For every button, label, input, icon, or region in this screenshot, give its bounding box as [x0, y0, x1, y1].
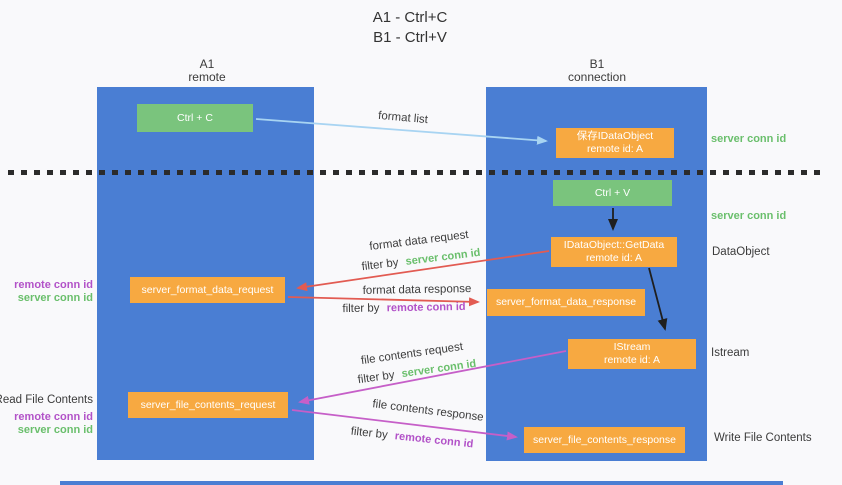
node-ctrl-v: Ctrl + V: [553, 180, 672, 206]
format-data-response-text: format data response: [362, 283, 472, 297]
node-save-idataobject: 保存IDataObject remote id: A: [556, 128, 674, 158]
filter-by-text: filter by: [342, 302, 380, 316]
bottom-edge-strip: [60, 481, 783, 485]
label-format-list: format list: [378, 110, 429, 126]
node-server-file-contents-response-label: server_file_contents_response: [532, 433, 676, 446]
node-server-file-contents-response: server_file_contents_response: [524, 427, 685, 453]
node-ctrl-c: Ctrl + C: [137, 104, 253, 132]
column-header-b1: B1 connection: [552, 58, 642, 84]
node-getdata-line1: IDataObject::GetData: [563, 239, 665, 251]
right-label-dataobject: DataObject: [712, 246, 770, 258]
node-server-format-data-response-label: server_format_data_response: [495, 296, 637, 308]
node-save-idataobject-line2: remote id: A: [586, 143, 644, 155]
title-line-b1: B1 - Ctrl+V: [373, 29, 447, 46]
node-server-file-contents-request-label: server_file_contents_request: [140, 398, 276, 411]
node-idataobject-getdata: IDataObject::GetData remote id: A: [551, 237, 677, 267]
node-ctrl-v-label: Ctrl + V: [594, 186, 631, 199]
diagram-title: A1 - Ctrl+C B1 - Ctrl+V: [330, 8, 490, 48]
node-save-idataobject-line1: 保存IDataObject: [576, 130, 654, 142]
label-format-data-response: format data response: [363, 283, 472, 297]
left-label-remote-conn-id-format: remote conn id: [14, 279, 93, 291]
right-label-server-conn-id-top: server conn id: [711, 133, 787, 145]
label-filter-by-remote-conn-id-2: filter by remote conn id: [350, 426, 474, 451]
filter-by-text: filter by: [360, 256, 400, 274]
left-label-server-conn-id-format: server conn id: [17, 292, 93, 304]
node-server-file-contents-request: server_file_contents_request: [128, 392, 288, 418]
label-filter-by-remote-conn-id-1: filter by remote conn id: [342, 301, 465, 315]
dashed-divider-line: [8, 170, 826, 175]
node-ctrl-c-label: Ctrl + C: [177, 111, 213, 124]
left-label-server-conn-id-file: server conn id: [17, 424, 93, 436]
node-istream-line2: remote id: A: [603, 354, 661, 366]
file-contents-response-text: file contents response: [371, 398, 485, 424]
column-b1-subtitle: connection: [567, 70, 627, 84]
left-label-read-file-contents: Read File Contents: [0, 394, 93, 406]
server-conn-id-text: server conn id: [400, 357, 477, 381]
column-a1-subtitle: remote: [188, 70, 226, 84]
server-conn-id-text: server conn id: [404, 246, 482, 268]
node-server-format-data-request: server_format_data_request: [130, 277, 285, 303]
filter-by-text: filter by: [350, 425, 389, 442]
column-b1-name: B1: [589, 57, 605, 71]
left-label-remote-conn-id-file: remote conn id: [14, 411, 93, 423]
label-file-contents-response: file contents response: [372, 398, 485, 424]
remote-conn-id-text: remote conn id: [394, 430, 474, 451]
right-label-write-file-contents: Write File Contents: [714, 432, 812, 444]
node-getdata-line2: remote id: A: [585, 252, 643, 264]
format-list-text: format list: [377, 109, 429, 127]
node-server-format-data-request-label: server_format_data_request: [141, 283, 274, 296]
node-istream-line1: IStream: [613, 341, 651, 353]
column-header-a1: A1 remote: [162, 58, 252, 84]
node-istream: IStream remote id: A: [568, 339, 696, 369]
right-label-server-conn-id-mid: server conn id: [711, 210, 787, 222]
right-label-istream: Istream: [711, 347, 750, 359]
title-line-a1: A1 - Ctrl+C: [372, 9, 448, 26]
remote-conn-id-text: remote conn id: [386, 300, 466, 315]
filter-by-text: filter by: [357, 369, 396, 387]
node-server-format-data-response: server_format_data_response: [487, 289, 645, 316]
column-a1-name: A1: [199, 57, 215, 71]
